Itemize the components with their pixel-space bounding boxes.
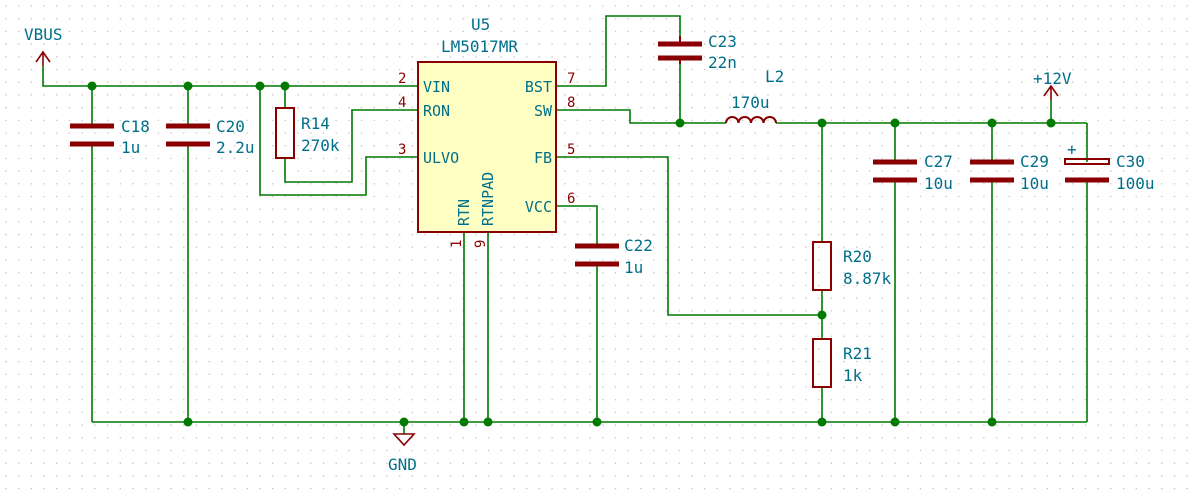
c29-value: 10u xyxy=(1020,174,1049,193)
junction xyxy=(987,118,997,128)
capacitor-c27[interactable]: C27 10u xyxy=(873,152,953,193)
r14-ref: R14 xyxy=(301,114,330,133)
pin-num-ulvo: 3 xyxy=(398,142,406,158)
ic-value: LM5017MR xyxy=(441,37,518,56)
v12-symbol[interactable]: +12V xyxy=(1033,69,1072,100)
inductor-l2[interactable]: L2 170u xyxy=(725,67,784,124)
pin-name-vin: VIN xyxy=(423,78,450,96)
pin-name-bst: BST xyxy=(525,78,552,96)
junction xyxy=(890,417,900,427)
c20-value: 2.2u xyxy=(216,138,255,157)
junction xyxy=(483,417,493,427)
junction xyxy=(399,417,409,427)
junction xyxy=(890,118,900,128)
ground-icon xyxy=(392,433,416,447)
junction xyxy=(817,310,827,320)
l2-ref: L2 xyxy=(765,67,784,86)
wire-vcc xyxy=(556,205,598,246)
gnd-symbol[interactable]: GND xyxy=(388,433,417,474)
wire-bst xyxy=(556,15,681,87)
c22-ref: C22 xyxy=(624,236,653,255)
junction xyxy=(87,81,97,91)
c18-value: 1u xyxy=(121,138,140,157)
r20-ref: R20 xyxy=(843,247,872,266)
pin-num-vin: 2 xyxy=(398,71,406,87)
junction xyxy=(1046,118,1056,128)
c23-value: 22n xyxy=(708,53,737,72)
junctions xyxy=(87,81,1056,427)
gnd-label: GND xyxy=(388,455,417,474)
pin-num-sw: 8 xyxy=(567,95,575,111)
pin-name-sw: SW xyxy=(534,102,553,120)
junction xyxy=(280,81,290,91)
resistor-icon xyxy=(275,107,295,159)
pin-name-rtn: RTN xyxy=(455,199,473,226)
pin-name-ron: RON xyxy=(423,102,450,120)
wire-ulvo xyxy=(259,86,418,196)
capacitor-c20[interactable]: C20 2.2u xyxy=(166,117,255,157)
c23-ref: C23 xyxy=(708,32,737,51)
pin-name-ulvo: ULVO xyxy=(423,149,459,167)
capacitor-c30[interactable]: + C30 100u xyxy=(1064,140,1155,193)
c27-ref: C27 xyxy=(924,152,953,171)
c20-ref: C20 xyxy=(216,117,245,136)
c30-ref: C30 xyxy=(1116,152,1145,171)
wire-vbus-rail xyxy=(42,66,418,87)
c30-polarity: + xyxy=(1067,140,1077,159)
c30-value: 100u xyxy=(1116,174,1155,193)
c18-ref: C18 xyxy=(121,117,150,136)
pin-num-ron: 4 xyxy=(398,95,406,111)
v12-label: +12V xyxy=(1033,69,1072,88)
ic-body xyxy=(417,61,557,233)
resistor-icon xyxy=(812,241,832,291)
r21-value: 1k xyxy=(843,366,863,385)
pin-name-vcc: VCC xyxy=(525,198,552,216)
resistor-r20[interactable]: R20 8.87k xyxy=(812,241,892,291)
pin-num-rtn: 1 xyxy=(449,240,465,248)
wires xyxy=(42,15,1088,434)
c29-ref: C29 xyxy=(1020,152,1049,171)
c22-value: 1u xyxy=(624,258,643,277)
vbus-label: VBUS xyxy=(24,25,63,44)
wire-fb xyxy=(556,156,822,316)
pin-name-fb: FB xyxy=(534,149,552,167)
pin-name-rtnpad: RTNPAD xyxy=(479,172,497,226)
junction xyxy=(987,417,997,427)
junction xyxy=(817,417,827,427)
capacitor-c18[interactable]: C18 1u xyxy=(70,117,150,157)
resistor-r14[interactable]: R14 270k xyxy=(275,107,340,159)
junction xyxy=(255,81,265,91)
pin-num-bst: 7 xyxy=(567,71,575,87)
capacitor-c29[interactable]: C29 10u xyxy=(970,152,1049,193)
capacitor-c23[interactable]: C23 22n xyxy=(658,32,737,72)
capacitor-c22[interactable]: C22 1u xyxy=(575,236,653,277)
vbus-symbol[interactable]: VBUS xyxy=(24,25,63,66)
polarized-capacitor-icon xyxy=(1064,158,1110,165)
junction xyxy=(459,417,469,427)
ic-ref: U5 xyxy=(471,15,490,34)
r21-ref: R21 xyxy=(843,344,872,363)
wire-r14-ron xyxy=(284,109,418,183)
background-grid xyxy=(5,5,1188,490)
pin-num-vcc: 6 xyxy=(567,191,575,207)
resistor-icon xyxy=(812,338,832,388)
junction xyxy=(183,81,193,91)
junction xyxy=(675,118,685,128)
pin-num-rtnpad: 9 xyxy=(473,240,489,248)
inductor-icon xyxy=(725,116,777,124)
junction xyxy=(183,417,193,427)
resistor-r21[interactable]: R21 1k xyxy=(812,338,872,388)
junction xyxy=(592,417,602,427)
ic-u5[interactable]: U5 LM5017MR 2 VIN 4 RON 3 ULVO 7 BST 8 S… xyxy=(398,15,575,248)
c27-value: 10u xyxy=(924,174,953,193)
l2-value: 170u xyxy=(731,93,770,112)
r20-value: 8.87k xyxy=(843,269,892,288)
pin-num-fb: 5 xyxy=(567,142,575,158)
r14-value: 270k xyxy=(301,136,340,155)
junction xyxy=(817,118,827,128)
